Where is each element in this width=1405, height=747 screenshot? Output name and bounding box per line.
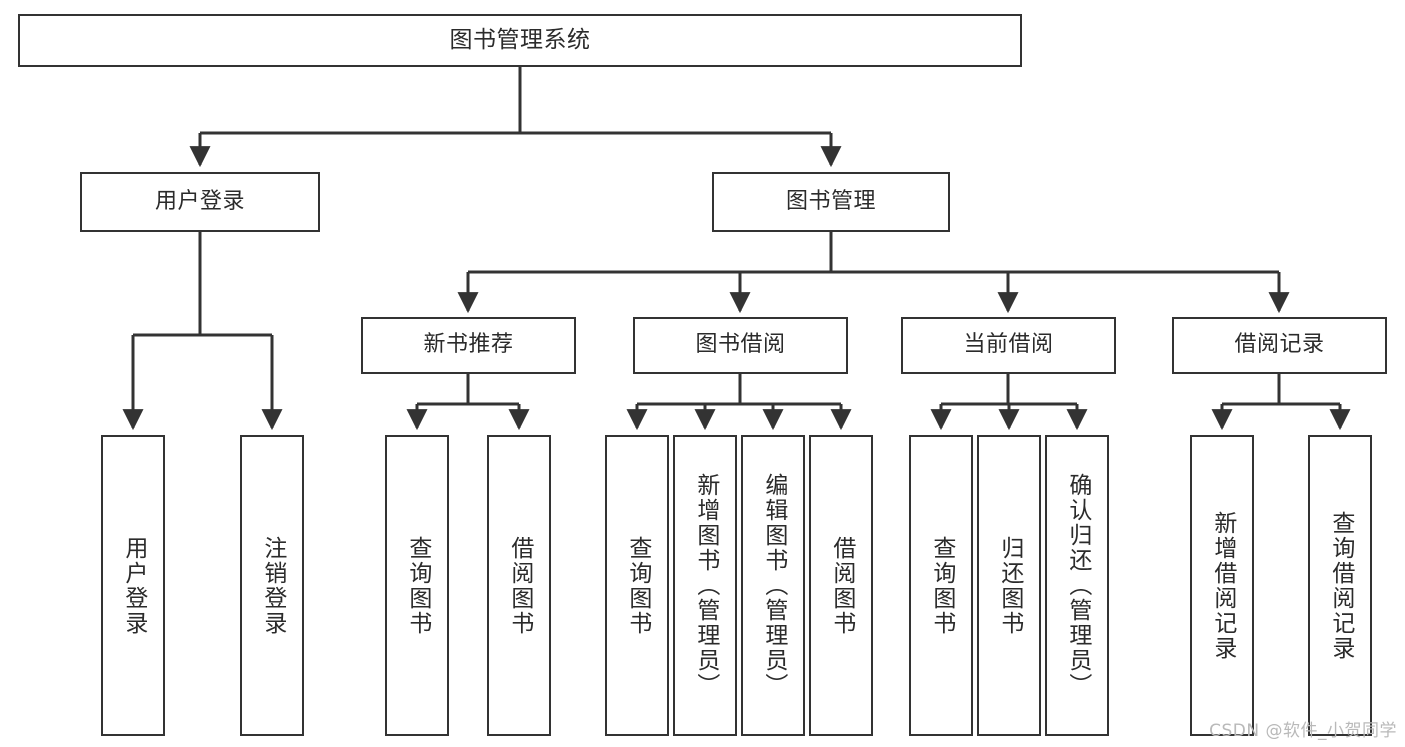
node-leaf-confirm-return[interactable]: 确认归还（管理员）	[1045, 435, 1109, 736]
node-leaf-query-book-1-label: 查询图书	[404, 535, 431, 636]
node-leaf-borrow-book-1[interactable]: 借阅图书	[487, 435, 551, 736]
node-root[interactable]: 图书管理系统	[18, 14, 1022, 67]
node-new-book-recommend-label: 新书推荐	[423, 332, 514, 358]
node-leaf-add-book[interactable]: 新增图书（管理员）	[673, 435, 737, 736]
node-leaf-edit-book[interactable]: 编辑图书（管理员）	[741, 435, 805, 736]
node-book-borrow-label: 图书借阅	[695, 332, 786, 358]
node-leaf-logout-label: 注销登录	[259, 535, 286, 636]
node-leaf-user-login-label: 用户登录	[120, 535, 147, 636]
node-leaf-add-book-label: 新增图书（管理员）	[692, 473, 719, 698]
node-book-borrow[interactable]: 图书借阅	[633, 317, 848, 374]
node-leaf-query-record[interactable]: 查询借阅记录	[1308, 435, 1372, 736]
node-leaf-borrow-book-2[interactable]: 借阅图书	[809, 435, 873, 736]
node-leaf-edit-book-label: 编辑图书（管理员）	[760, 473, 787, 698]
node-leaf-logout[interactable]: 注销登录	[240, 435, 304, 736]
node-leaf-query-book-3-label: 查询图书	[928, 535, 955, 636]
node-leaf-query-book-1[interactable]: 查询图书	[385, 435, 449, 736]
node-leaf-query-record-label: 查询借阅记录	[1327, 510, 1354, 661]
node-leaf-query-book-2[interactable]: 查询图书	[605, 435, 669, 736]
node-user-login-label: 用户登录	[154, 188, 245, 214]
node-leaf-add-record[interactable]: 新增借阅记录	[1190, 435, 1254, 736]
node-leaf-query-book-2-label: 查询图书	[624, 535, 651, 636]
node-current-borrow[interactable]: 当前借阅	[901, 317, 1116, 374]
node-borrow-record[interactable]: 借阅记录	[1172, 317, 1387, 374]
node-new-book-recommend[interactable]: 新书推荐	[361, 317, 576, 374]
node-borrow-record-label: 借阅记录	[1234, 332, 1325, 358]
node-leaf-user-login[interactable]: 用户登录	[101, 435, 165, 736]
node-user-login[interactable]: 用户登录	[80, 172, 320, 232]
node-leaf-add-record-label: 新增借阅记录	[1209, 510, 1236, 661]
node-leaf-return-book-label: 归还图书	[996, 535, 1023, 636]
node-leaf-return-book[interactable]: 归还图书	[977, 435, 1041, 736]
node-current-borrow-label: 当前借阅	[963, 332, 1054, 358]
watermark-text: CSDN @软件_小贺同学	[1209, 721, 1397, 741]
node-leaf-confirm-return-label: 确认归还（管理员）	[1064, 473, 1091, 698]
node-leaf-borrow-book-1-label: 借阅图书	[506, 535, 533, 636]
node-leaf-borrow-book-2-label: 借阅图书	[828, 535, 855, 636]
node-book-management[interactable]: 图书管理	[712, 172, 950, 232]
node-leaf-query-book-3[interactable]: 查询图书	[909, 435, 973, 736]
node-root-label: 图书管理系统	[449, 26, 591, 53]
node-book-management-label: 图书管理	[785, 188, 876, 214]
